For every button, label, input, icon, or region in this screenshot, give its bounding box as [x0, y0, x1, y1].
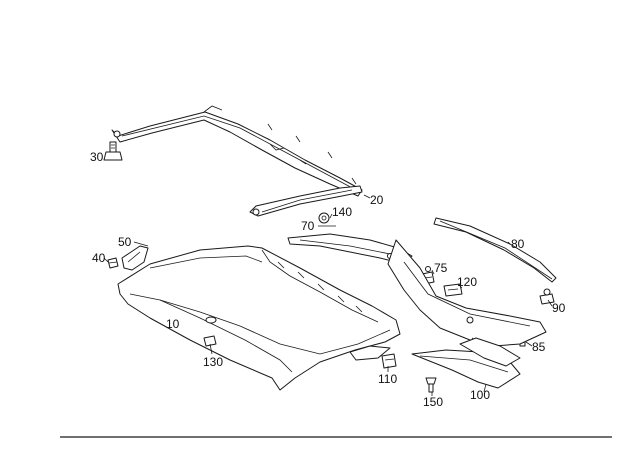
label-110: 110: [378, 372, 397, 386]
clip-part-110: [349, 345, 397, 369]
label-75: 75: [434, 261, 448, 275]
roof-liner-part-10: [117, 245, 401, 391]
clip-part-90: [539, 288, 555, 305]
label-90: 90: [552, 301, 566, 315]
label-150: 150: [423, 395, 443, 409]
nut-part-140: [318, 212, 330, 224]
lower-trim-part-100: [411, 337, 521, 389]
label-70: 70: [301, 219, 315, 233]
label-10: 10: [166, 317, 180, 331]
leader-lines: [103, 194, 553, 396]
roof-frame-part-20: [111, 105, 363, 217]
screw-part-150: [425, 377, 437, 393]
label-20: 20: [370, 193, 384, 207]
label-140: 140: [332, 205, 352, 219]
label-30: 30: [90, 150, 104, 164]
seal-strip-part-80: [433, 217, 557, 283]
clip-part-130: [203, 335, 217, 347]
label-100: 100: [470, 388, 490, 402]
screw-part-30: [103, 141, 123, 161]
bracket-part-50: [121, 245, 149, 271]
label-120: 120: [457, 275, 477, 289]
label-85: 85: [532, 340, 546, 354]
retainer-part-120: [443, 283, 463, 297]
label-80: 80: [511, 237, 525, 251]
label-50: 50: [118, 235, 132, 249]
clip-part-40: [107, 257, 119, 269]
label-130: 130: [203, 355, 223, 369]
part-labels: 20 30 140 70 50 40 80 75 120 90 10 85 13…: [90, 150, 566, 409]
label-40: 40: [92, 251, 106, 265]
